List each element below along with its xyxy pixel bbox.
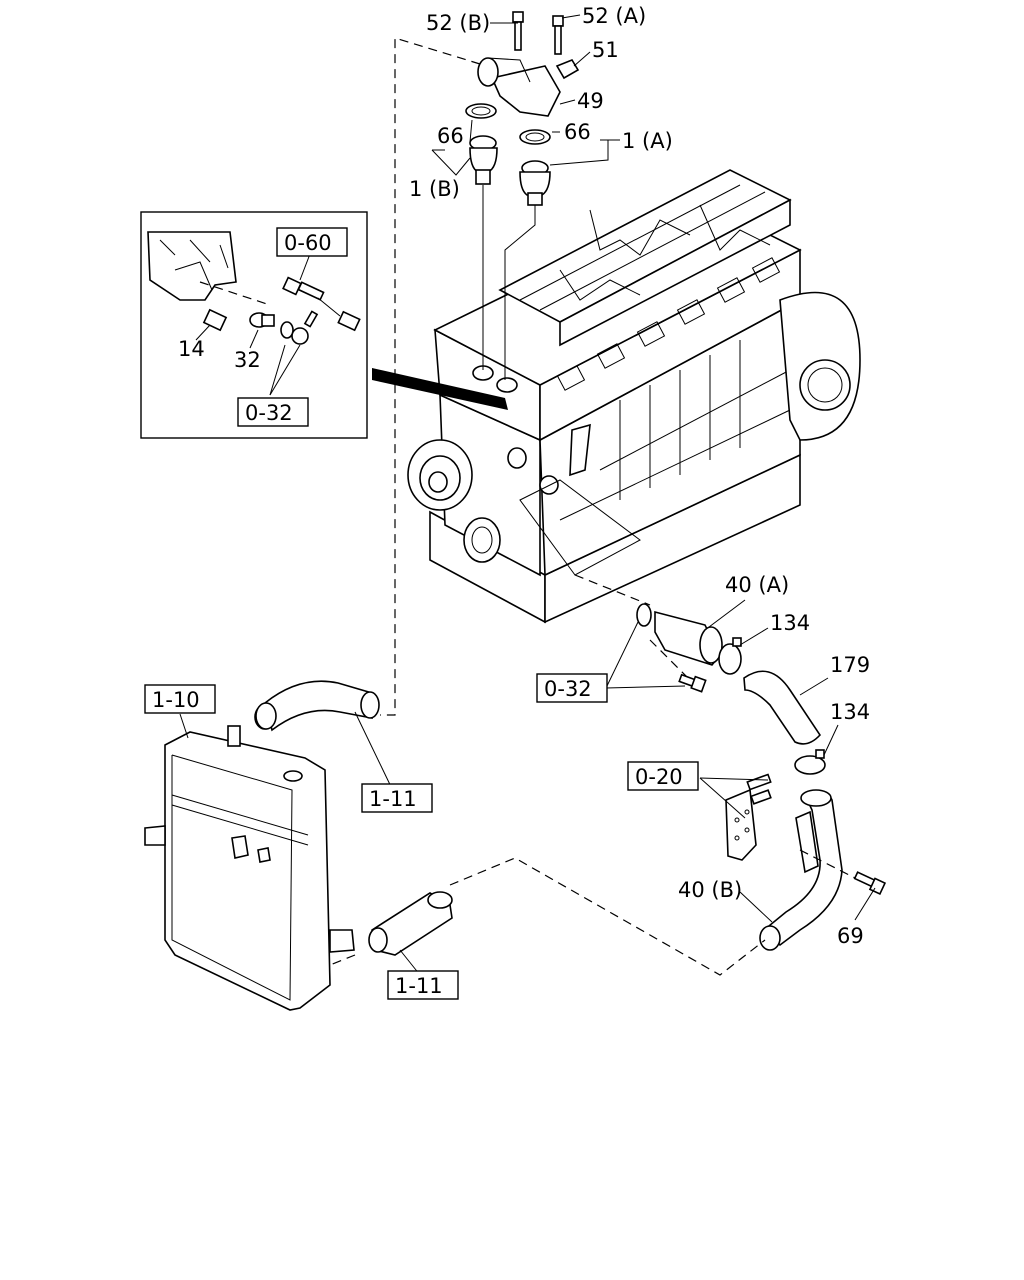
sensor-inset	[140, 211, 368, 439]
callout-40a: 40 (A)	[725, 573, 789, 597]
callout-66-right: 66	[564, 120, 591, 144]
callout-1b: 1 (B)	[409, 177, 460, 201]
ref-box-1-10: 1-10	[144, 684, 216, 714]
ref-1-11-lower-label: 1-11	[395, 974, 443, 998]
callout-69: 69	[837, 924, 864, 948]
upper-hose	[255, 680, 396, 796]
ref-0-32-main-label: 0-32	[544, 677, 592, 701]
engine-block	[407, 169, 861, 624]
callout-1a: 1 (A)	[622, 129, 673, 153]
callout-52a: 52 (A)	[582, 4, 646, 28]
ref-box-0-20: 0-20	[627, 761, 699, 791]
thermostat-housing-group	[380, 11, 580, 716]
ref-box-0-60: 0-60	[276, 227, 348, 257]
boxed-references: 0-60 0-32 0-32 0-20 1-10 1-11 1-11	[144, 227, 699, 1000]
ref-0-20-label: 0-20	[635, 765, 683, 789]
callout-14: 14	[178, 337, 205, 361]
ref-box-0-32-inset: 0-32	[237, 397, 309, 427]
callout-134-lower: 134	[830, 700, 870, 724]
ref-box-1-11-lower: 1-11	[387, 970, 459, 1000]
inset-pointer-arrow	[372, 368, 508, 410]
ref-box-0-32-main: 0-32	[536, 673, 608, 703]
ref-1-10-label: 1-10	[152, 688, 200, 712]
thermostat-leaders	[431, 14, 620, 176]
ref-box-1-11-upper: 1-11	[361, 783, 433, 813]
lower-pipe-group	[699, 773, 887, 951]
radiator	[144, 704, 355, 1011]
callout-49: 49	[577, 89, 604, 113]
ref-0-60-label: 0-60	[284, 231, 332, 255]
callout-51: 51	[592, 38, 619, 62]
callout-32: 32	[234, 348, 261, 372]
lower-hose	[329, 857, 766, 976]
callout-52b: 52 (B)	[426, 11, 490, 35]
callout-labels: 52 (B) 52 (A) 51 49 66 66 1 (A) 1 (B) 14…	[178, 4, 870, 948]
ref-1-11-upper-label: 1-11	[369, 787, 417, 811]
water-outlet-group	[574, 574, 839, 775]
callout-179: 179	[830, 653, 870, 677]
callout-66-left: 66	[437, 124, 464, 148]
callout-134-upper: 134	[770, 611, 810, 635]
ref-0-32-inset-label: 0-32	[245, 401, 293, 425]
callout-40b: 40 (B)	[678, 878, 742, 902]
